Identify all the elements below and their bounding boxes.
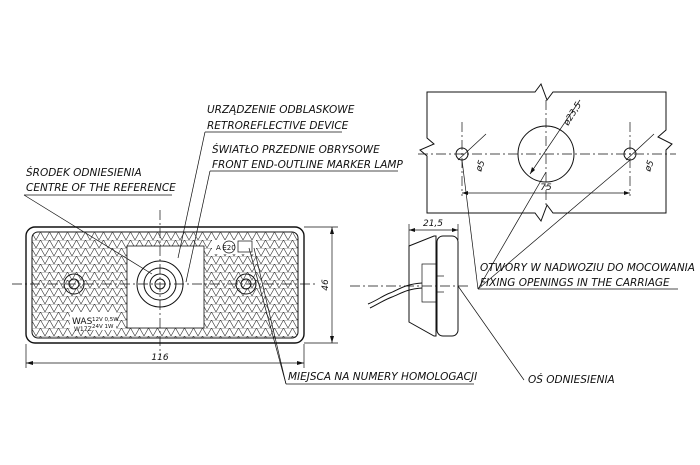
dimension-width: 116: [25, 344, 305, 368]
marking-area: [70, 312, 116, 330]
brand-text: WAS: [72, 317, 93, 327]
retro-label-pl: URZĄDZENIE ODBLASKOWE: [207, 104, 355, 116]
callout-retroreflective: URZĄDZENIE ODBLASKOWE RETROREFLECTIVE DE…: [177, 104, 355, 259]
homologation-box: [237, 240, 253, 253]
homolog-label: MIEJSCA NA NUMERY HOMOLOGACJI: [288, 371, 477, 383]
lamp-body-outline: [25, 226, 305, 344]
retro-label-en: RETROREFLECTIVE DEVICE: [207, 120, 349, 132]
lamp-front-view: E20 A WAS W17Z 12V 0,5W 24V 1W: [12, 210, 318, 355]
fixing-label-en: FIXING OPENINGS IN THE CARRIAGE: [480, 277, 670, 289]
hole-right-diameter-value: ø5: [643, 159, 657, 174]
hole-spacing-value: 75: [540, 183, 552, 193]
callout-fixing-openings: OTWORY W NADWOZIU DO MOCOWANIA FIXING OP…: [461, 159, 695, 290]
side-cable: [367, 282, 423, 305]
emark-circle: [222, 240, 236, 254]
emark-text: E20: [222, 244, 235, 252]
lamp-side-view: 21,5: [350, 219, 470, 337]
mounting-openings-view: 75 ø23,5 ø5 ø5: [418, 82, 676, 223]
side-socket: [421, 263, 437, 303]
callout-reference-axis: OŚ ODNIESIENIA: [457, 285, 615, 386]
emark-letter: A: [216, 244, 221, 252]
carriage-panel: [419, 82, 673, 223]
hole-left-diameter-value: ø5: [474, 159, 488, 174]
axis-label: OŚ ODNIESIENIA: [528, 373, 615, 386]
dimension-height: 46: [304, 226, 338, 344]
callout-front-marker: ŚWIATŁO PRZEDNIE OBRYSOWE FRONT END-OUTL…: [185, 143, 403, 283]
spec1-text: 12V 0,5W: [92, 317, 119, 323]
side-housing: [408, 235, 437, 337]
callout-centre-reference: ŚRODEK ODNIESIENIA CENTRE OF THE REFEREN…: [23, 166, 176, 275]
spec2-text: 24V 1W: [92, 324, 114, 330]
depth-value: 21,5: [423, 219, 443, 229]
front-label-pl: ŚWIATŁO PRZEDNIE OBRYSOWE: [212, 143, 380, 156]
marker-lamp-window: [126, 245, 205, 329]
callout-homologation: MIEJSCA NA NUMERY HOMOLOGACJI: [248, 247, 477, 385]
width-value: 116: [151, 353, 168, 363]
model-text: W17Z: [74, 326, 92, 333]
center-diameter-value: ø23,5: [562, 100, 585, 128]
centre-label-pl: ŚRODEK ODNIESIENIA: [26, 166, 142, 179]
fixing-label-pl: OTWORY W NADWOZIU DO MOCOWANIA: [480, 262, 695, 274]
emark-area: [212, 240, 256, 254]
front-label-en: FRONT END-OUTLINE MARKER LAMP: [212, 159, 403, 171]
height-value: 46: [321, 279, 331, 291]
centre-label-en: CENTRE OF THE REFERENCE: [26, 182, 176, 194]
